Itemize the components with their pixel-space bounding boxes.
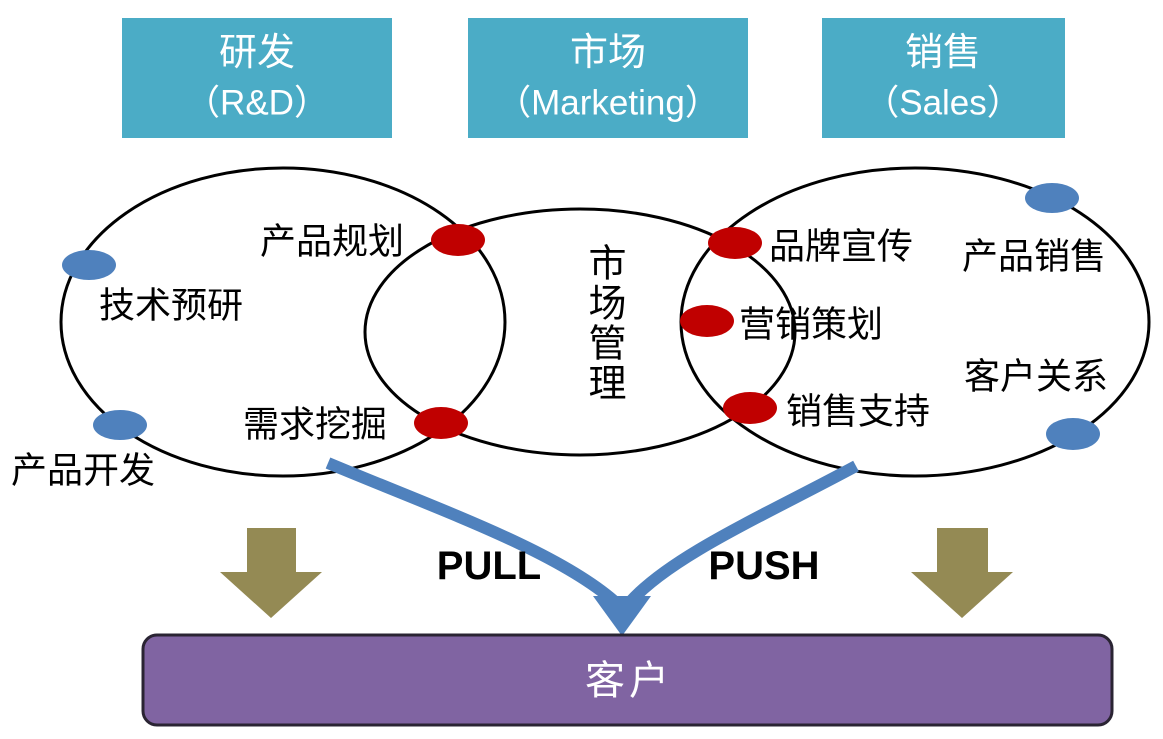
blue-dot-product-sales: [1025, 183, 1079, 213]
marketing-ellipse: [363, 207, 797, 457]
flow-arrowhead-icon: [593, 596, 651, 636]
blue-dot-product-development: [93, 410, 147, 440]
label-demand-mining: 需求挖掘: [243, 404, 387, 445]
red-connector-dot-marketing-planning: [680, 305, 734, 337]
sales-header-box: [822, 18, 1065, 138]
customer-box-rect: [141, 633, 1114, 727]
sales-down-arrow-icon: [911, 528, 1013, 618]
customer-box: 客户: [141, 633, 1114, 727]
pull-label: PULL: [437, 544, 541, 588]
sales-header-title: 销售: [905, 32, 981, 74]
marketing-header-box: [468, 18, 748, 138]
pull-flow-curve: [325, 457, 618, 606]
marketing-management-vertical-label: 市场管理: [582, 243, 624, 403]
red-connector-dot-product-planning: [431, 224, 485, 256]
sales-header-subtitle: （Sales）: [864, 84, 1022, 123]
label-tech-research: 技术预研: [99, 285, 243, 326]
rd-down-arrow-icon: [220, 528, 322, 618]
label-product-sales: 产品销售: [962, 236, 1106, 277]
rd-header: 研发 （R&D）: [122, 18, 392, 138]
rd-ellipse: [59, 166, 507, 478]
label-sales-support: 销售支持: [786, 391, 930, 432]
marketing-header-title: 市场: [570, 32, 646, 74]
label-product-development: 产品开发: [11, 450, 155, 491]
label-brand-promotion: 品牌宣传: [769, 226, 913, 267]
rd-header-box: [122, 18, 392, 138]
sales-header: 销售 （Sales）: [822, 18, 1065, 138]
label-product-planning: 产品规划: [260, 221, 404, 262]
push-flow-curve: [626, 460, 859, 606]
marketing-header: 市场 （Marketing）: [468, 18, 748, 138]
customer-box-label: 客户: [585, 659, 673, 703]
rd-header-title: 研发: [219, 32, 295, 74]
blue-dot-customer-relations: [1046, 418, 1100, 450]
label-marketing-planning: 营销策划: [739, 304, 883, 345]
push-label: PUSH: [708, 544, 819, 588]
label-customer-relations: 客户关系: [964, 356, 1108, 397]
blue-dot-tech-research: [62, 250, 116, 280]
red-connector-dot-demand-mining: [414, 407, 468, 439]
marketing-header-subtitle: （Marketing）: [496, 84, 720, 123]
red-connector-dot-brand-promotion: [708, 227, 762, 259]
red-connector-dot-sales-support: [723, 392, 777, 424]
rd-header-subtitle: （R&D）: [185, 84, 329, 123]
